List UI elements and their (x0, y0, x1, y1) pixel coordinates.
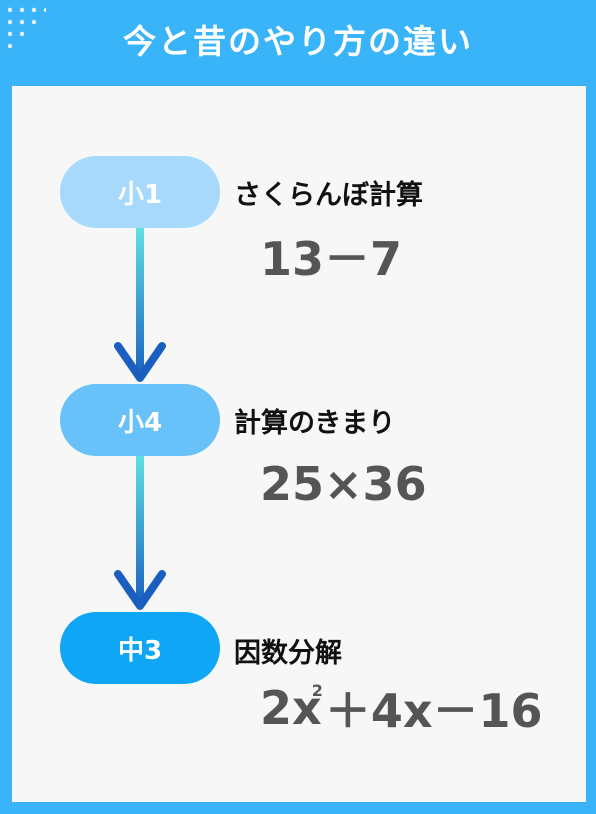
formula-3-exponent: 2 (311, 680, 323, 700)
page-title: 今と昔のやり方の違い (123, 22, 473, 61)
formula-2: 25×36 (260, 457, 427, 511)
down-arrow-icon (114, 228, 166, 382)
grade-badge-1: 小1 (60, 156, 220, 228)
down-arrow-icon (114, 456, 166, 610)
grade-badge-2: 小4 (60, 384, 220, 456)
topic-label-2: 計算のきまり (234, 407, 396, 439)
topic-label-1: さくらんぼ計算 (234, 179, 423, 211)
formula-3-term: 2x (260, 681, 322, 735)
grade-badge-3: 中3 (60, 612, 220, 684)
formula-1: 13－7 (260, 232, 403, 286)
content-panel: 小1 さくらんぼ計算 13－7 小4 計算のきまり 25×36 中3 因数分解 … (12, 86, 586, 802)
topic-label-3: 因数分解 (234, 637, 342, 669)
decorative-dots-icon (7, 7, 46, 49)
formula-3-rest: ＋4x－16 (324, 684, 543, 738)
